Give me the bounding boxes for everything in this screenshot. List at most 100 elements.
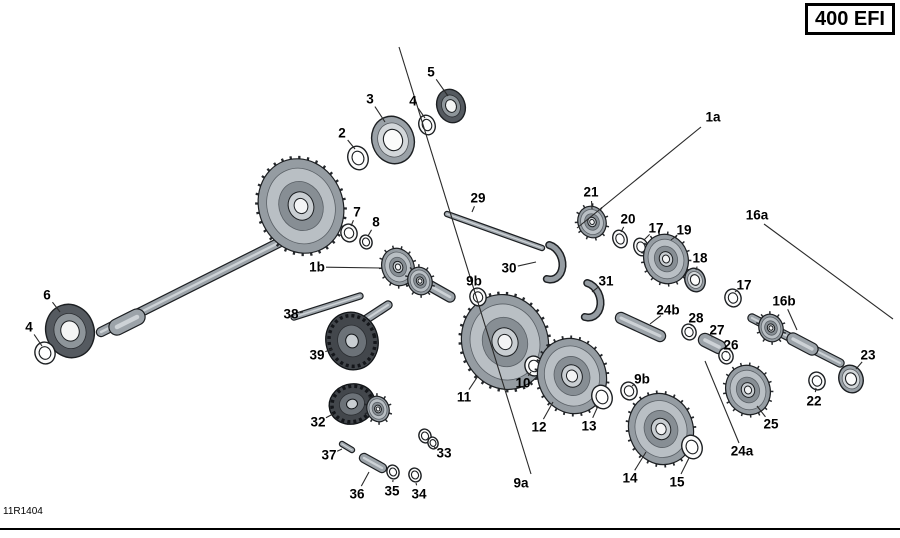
callout-label: 25 [763,417,779,432]
callout-label: 38 [283,307,299,322]
callout-leader-line [756,405,766,418]
washer-2 [347,145,369,171]
callout-28: 28 [688,311,704,327]
callout-label: 23 [860,348,876,363]
callout-31: 31 [591,274,614,293]
callout-label: 33 [436,446,452,461]
callout-20: 20 [620,212,636,233]
bearing-18 [684,267,706,293]
callout-leader-line [517,261,537,267]
screw-37 [338,440,356,454]
callout-label: 16a [746,208,769,223]
callout-label: 34 [411,487,427,502]
callout-4: 4 [409,94,426,119]
clip-34 [408,467,422,483]
gear-21 [574,203,610,241]
callout-label: 22 [806,394,821,409]
assembly-line-9a [398,46,532,475]
callout-18: 18 [692,251,708,271]
washer-4-left [34,341,56,365]
input-shaft-collar [108,308,146,336]
callout-label: 32 [310,415,325,430]
callout-leader-line [433,446,437,449]
callout-label: 35 [384,484,400,499]
callout-15: 15 [669,457,690,490]
washer-22 [808,371,826,391]
callout-label: 7 [353,205,361,220]
bearing-23 [838,364,864,394]
rod-38 [290,292,364,321]
callout-label: 27 [709,323,724,338]
callout-leader-line [33,334,43,347]
callout-39: 39 [309,348,333,363]
callout-label: 13 [581,419,597,434]
callout-label: 31 [598,274,614,289]
callout-label: 4 [25,320,33,335]
callout-5: 5 [427,65,449,97]
callout-label: 37 [321,448,336,463]
callout-leader-line [695,266,698,271]
callout-label: 9b [634,372,650,387]
assembly-line-1a [576,126,702,229]
callout-leader-line [649,315,662,325]
washer-7 [340,223,358,243]
callout-29: 29 [470,191,486,213]
callout-14: 14 [622,451,647,486]
model-badge: 400 EFI [804,3,895,35]
callout-7: 7 [350,205,361,227]
bearing-3 [370,115,416,165]
callout-2: 2 [338,126,356,150]
callout-leader-line [670,235,678,241]
callout-label: 24a [731,444,754,459]
snap-ring-9b-upper [469,287,487,307]
callout-leader-line [527,371,532,377]
callout-33: 33 [433,446,452,461]
callout-label: 1b [309,260,325,275]
callout-leader-line [325,266,382,269]
callout-leader-line [367,229,373,237]
link-36 [358,452,388,474]
assembly-line-24a [704,360,740,444]
callout-leader-line [787,308,798,331]
callout-leader-line [336,448,343,452]
callout-label: 17 [736,278,751,293]
callout-30: 30 [501,261,537,276]
bevel-gear [255,155,347,257]
callout-32: 32 [310,413,334,430]
bottom-rule [0,528,900,530]
callout-label: 2 [338,126,346,141]
callout-label: 15 [669,475,685,490]
cluster-gear-1b-small [404,264,436,298]
ring-13 [591,384,613,410]
callout-leader-line [350,220,354,227]
callout-leader-line [814,387,817,393]
washer-33b [427,436,439,450]
callout-label: 19 [676,223,691,238]
callout-leader-line [634,451,647,471]
shift-fork-31 [580,279,605,322]
callout-leader-line [299,311,304,314]
shaft-24b [614,311,667,343]
callout-label: 3 [366,92,374,107]
assembly-line-16a [763,223,894,320]
callout-label: 6 [43,288,51,303]
callout-6: 6 [43,288,61,313]
drum-gear-32 [363,393,393,425]
callout-21: 21 [583,185,599,210]
ring-15 [681,434,703,460]
callout-11: 11 [457,375,479,405]
callout-16a: 16a [746,208,769,223]
callout-label: 39 [309,348,324,363]
callout-leader-line [325,413,334,419]
callout-label: 8 [372,215,380,230]
callout-leader-line [374,106,386,123]
callout-17: 17 [734,278,752,293]
shift-fork-30 [542,241,567,284]
callout-16b: 16b [772,294,798,331]
callout-23: 23 [855,348,876,370]
callout-label: 24b [656,303,679,318]
callout-label: 20 [620,212,635,227]
callout-4: 4 [25,320,43,347]
callout-label: 10 [515,376,530,391]
